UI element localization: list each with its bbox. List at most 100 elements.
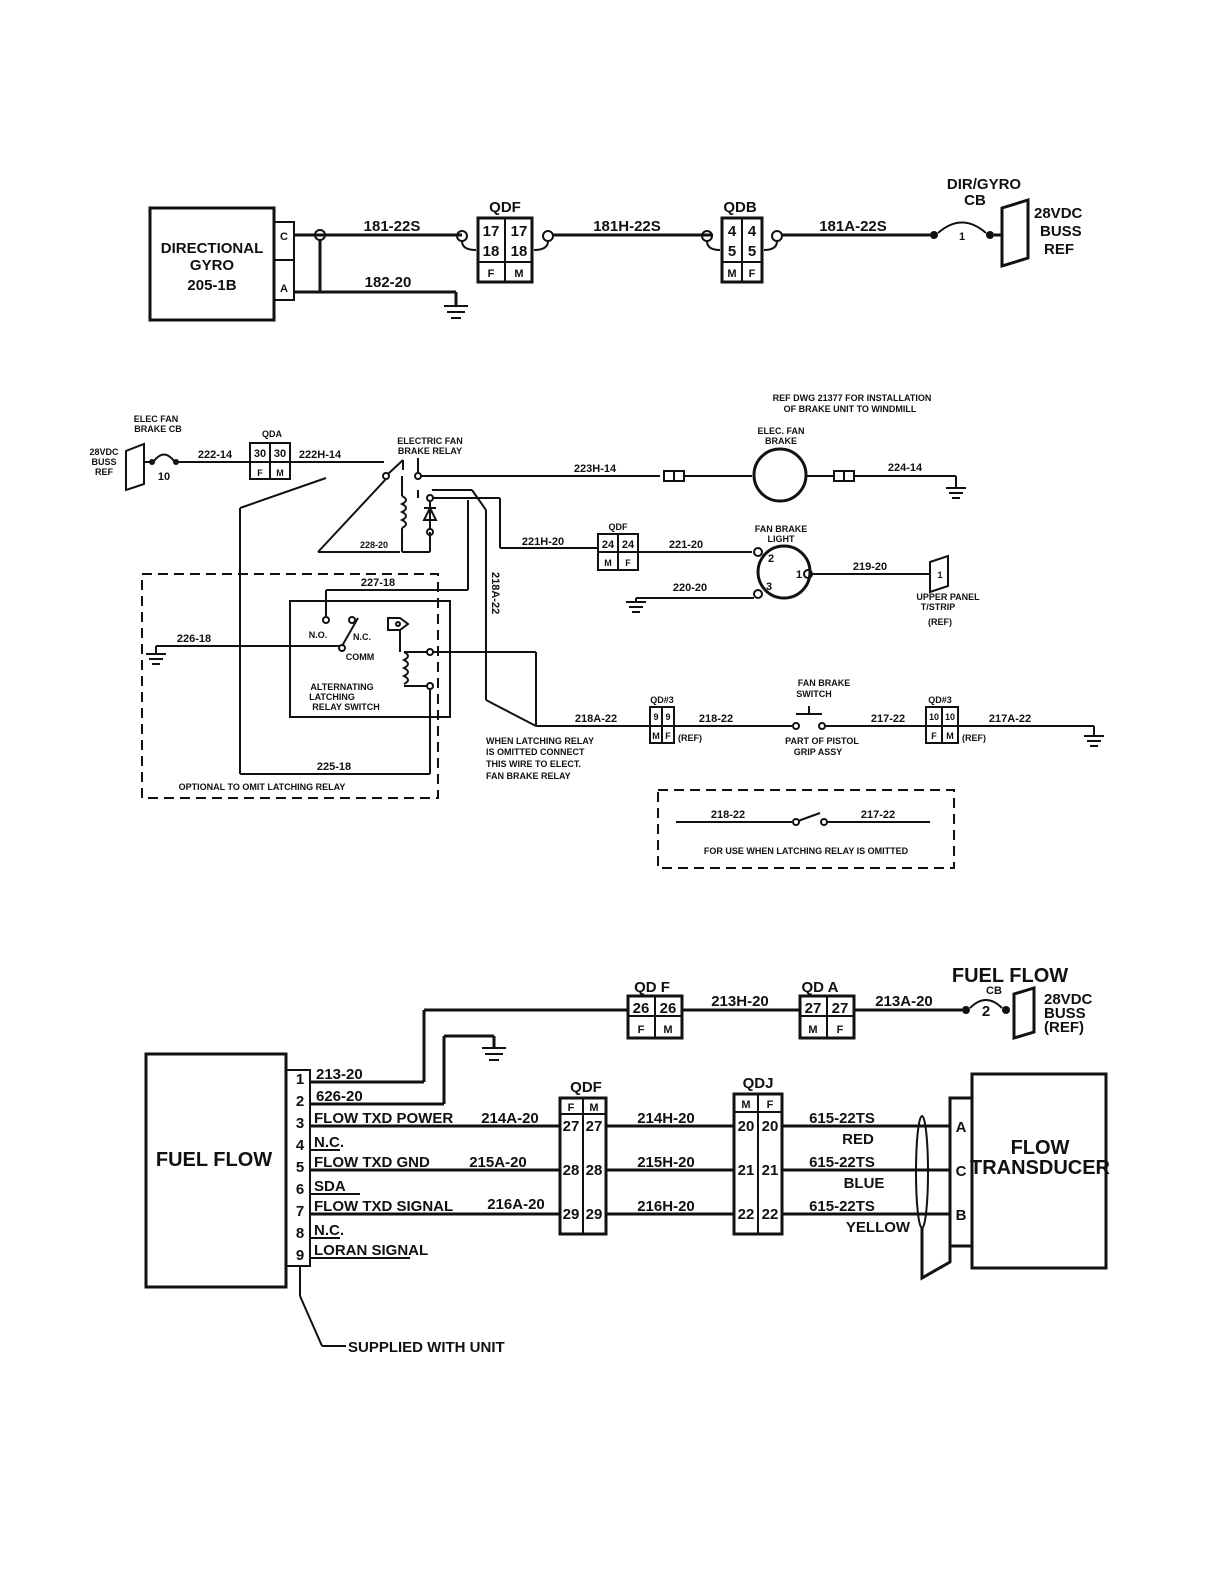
- svg-text:28: 28: [563, 1162, 580, 1179]
- svg-text:5: 5: [296, 1159, 304, 1176]
- wire-221-20: 221-20: [669, 539, 703, 551]
- shielded-cable-oval: [915, 1115, 929, 1229]
- svg-text:26: 26: [660, 1000, 677, 1017]
- fan-brake-switch-label-1: FAN BRAKE: [798, 678, 851, 688]
- svg-text:24: 24: [602, 539, 615, 551]
- svg-text:7: 7: [296, 1203, 304, 1220]
- fan-brake-cb-label-1: ELEC FAN: [134, 414, 179, 424]
- wire-225-18: 225-18: [317, 761, 351, 773]
- flow-txd-power-label: FLOW TXD POWER: [314, 1110, 453, 1127]
- wire-615-22ts-1: 615-22TS: [809, 1110, 875, 1127]
- wire-218a-22-vertical: 218A-22: [489, 572, 501, 614]
- gyro-circuit: DIRECTIONAL GYRO 205-1B C A 181-22S 182-…: [148, 176, 1083, 322]
- fan-brake-light-label-1: FAN BRAKE: [755, 524, 808, 534]
- wire-221h-20: 221H-20: [522, 536, 564, 548]
- qda-label: QDA: [262, 429, 283, 439]
- qd3-left-label: QD#3: [650, 695, 674, 705]
- fan-brake-cb-number: 10: [158, 471, 170, 483]
- note-line-2: IS OMITTED CONNECT: [486, 747, 585, 757]
- qdf-lower-label: QDF: [570, 1079, 602, 1096]
- comm-label: COMM: [346, 652, 375, 662]
- svg-text:F: F: [488, 268, 495, 280]
- svg-text:REF: REF: [95, 467, 114, 477]
- wire-224-14: 224-14: [888, 462, 923, 474]
- omitted-relay-alt-box: [657, 789, 955, 869]
- svg-text:2: 2: [768, 553, 774, 565]
- note-line-4: FAN BRAKE RELAY: [486, 771, 571, 781]
- fuel-flow-circuit: QD F 26 26 F M 213H-20 QD A 27 27 M F 21…: [144, 965, 1111, 1356]
- fuel-flow-cb-label-1: FUEL FLOW: [952, 965, 1068, 987]
- svg-text:5: 5: [728, 243, 736, 260]
- svg-text:BUSS: BUSS: [91, 457, 116, 467]
- latching-relay-switch-box: [289, 600, 451, 718]
- svg-text:9: 9: [653, 712, 658, 722]
- alt-relay-label-2: LATCHING: [309, 692, 355, 702]
- svg-text:1: 1: [796, 569, 802, 581]
- wire-213h-20: 213H-20: [711, 993, 769, 1010]
- wire-181a-22s: 181A-22S: [819, 218, 887, 235]
- flow-txd-signal-label: FLOW TXD SIGNAL: [314, 1198, 453, 1215]
- no-contact-label: N.O.: [309, 630, 328, 640]
- elec-fan-brake-label-1: ELEC. FAN: [757, 426, 804, 436]
- qda-top-label: QD A: [802, 979, 839, 996]
- wire-615-22ts-3: 615-22TS: [809, 1198, 875, 1215]
- relay-label-2: BRAKE RELAY: [398, 446, 462, 456]
- svg-text:28: 28: [586, 1162, 603, 1179]
- dir-gyro-cb-label-2: CB: [964, 192, 986, 209]
- svg-text:29: 29: [563, 1206, 580, 1223]
- qd3-right-ref: (REF): [962, 733, 986, 743]
- svg-text:M: M: [589, 1102, 598, 1114]
- qd3-left-ref: (REF): [678, 733, 702, 743]
- svg-text:27: 27: [832, 1000, 849, 1017]
- loran-signal-label: LORAN SIGNAL: [314, 1242, 428, 1259]
- note-line-1: WHEN LATCHING RELAY: [486, 736, 594, 746]
- fuel-flow-bus-terminal: [1012, 985, 1036, 1041]
- svg-text:17: 17: [511, 223, 528, 240]
- svg-text:17: 17: [483, 223, 500, 240]
- qdf-top-label: QD F: [634, 979, 670, 996]
- wire-219-20: 219-20: [853, 561, 887, 573]
- wire-213-20: 213-20: [316, 1066, 363, 1083]
- relay-label-1: ELECTRIC FAN: [397, 436, 463, 446]
- pistol-grip-label-2: GRIP ASSY: [794, 747, 843, 757]
- buss-buss: BUSS: [1040, 223, 1082, 240]
- svg-text:M: M: [514, 268, 523, 280]
- elec-fan-brake-label-2: BRAKE: [765, 436, 797, 446]
- ref-dwg-1: REF DWG 21377 FOR INSTALLATION: [773, 393, 932, 403]
- svg-text:21: 21: [762, 1162, 779, 1179]
- sda-label: SDA: [314, 1178, 346, 1195]
- fan-brake-cb-label-2: BRAKE CB: [134, 424, 182, 434]
- wire-218-22: 218-22: [699, 713, 733, 725]
- svg-text:6: 6: [296, 1181, 304, 1198]
- wire-222h-14: 222H-14: [299, 449, 342, 461]
- wire-226-18: 226-18: [177, 633, 211, 645]
- upper-panel-label-1: UPPER PANEL: [916, 592, 980, 602]
- upper-panel-label-2: T/STRIP: [921, 602, 956, 612]
- svg-text:1: 1: [296, 1071, 304, 1088]
- wire-181-22s: 181-22S: [364, 218, 421, 235]
- wire-228-20: 228-20: [360, 540, 388, 550]
- wire-213a-20: 213A-20: [875, 993, 933, 1010]
- nc-contact-label: N.C.: [353, 632, 371, 642]
- qdj-label: QDJ: [743, 1075, 774, 1092]
- svg-text:9: 9: [296, 1247, 304, 1264]
- fan-brake-circuit: ELEC FAN BRAKE CB 28VDC BUSS REF 10 222-…: [89, 393, 1104, 869]
- red-label: RED: [842, 1131, 874, 1148]
- svg-text:10: 10: [929, 712, 939, 722]
- svg-text:30: 30: [254, 448, 266, 460]
- svg-text:4: 4: [728, 223, 737, 240]
- fuel-flow-cb-number: 2: [982, 1003, 990, 1020]
- svg-text:M: M: [276, 468, 284, 478]
- svg-text:B: B: [956, 1207, 967, 1224]
- svg-text:20: 20: [738, 1118, 755, 1135]
- pistol-grip-label-1: PART OF PISTOL: [785, 736, 859, 746]
- svg-text:4: 4: [748, 223, 757, 240]
- flow-txd-gnd-label: FLOW TXD GND: [314, 1154, 430, 1171]
- svg-text:218-22: 218-22: [711, 809, 745, 821]
- wire-181h-22s: 181H-22S: [593, 218, 661, 235]
- svg-text:28VDC: 28VDC: [1044, 991, 1093, 1008]
- fan-brake-switch-label-2: SWITCH: [796, 689, 832, 699]
- dir-gyro-cb-label-1: DIR/GYRO: [947, 176, 1022, 193]
- omitted-relay-note: FOR USE WHEN LATCHING RELAY IS OMITTED: [704, 846, 909, 856]
